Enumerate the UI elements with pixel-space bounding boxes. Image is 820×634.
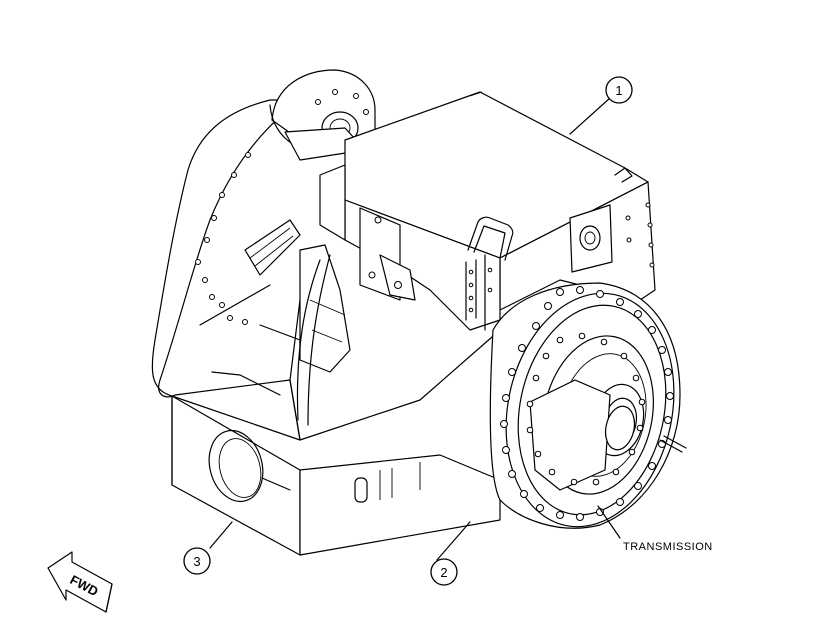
callout-1-number: 1: [615, 83, 622, 98]
lower-housing: [171, 395, 501, 556]
callout-3-number: 3: [193, 554, 200, 569]
callout-2-number: 2: [440, 565, 447, 580]
inner-ring-bolts: [526, 332, 646, 486]
bell-housing: [151, 99, 301, 441]
callout-3-circle: [183, 547, 211, 575]
transmission-label: TRANSMISSION: [623, 541, 713, 553]
upper-drive-housing: [269, 69, 376, 161]
transmission-case: [289, 91, 656, 441]
callout-leaders: [209, 97, 621, 561]
flange-bolts: [500, 286, 674, 521]
callout-2-circle: [430, 558, 458, 586]
fwd-arrow: FWD: [47, 551, 113, 613]
callout-1: 1: [605, 76, 633, 104]
bell-housing-bolts: [195, 152, 251, 325]
callout-3: 3: [183, 547, 211, 575]
output-flange: [489, 282, 687, 529]
callout-2: 2: [430, 558, 458, 586]
callout-1-circle: [605, 76, 633, 104]
